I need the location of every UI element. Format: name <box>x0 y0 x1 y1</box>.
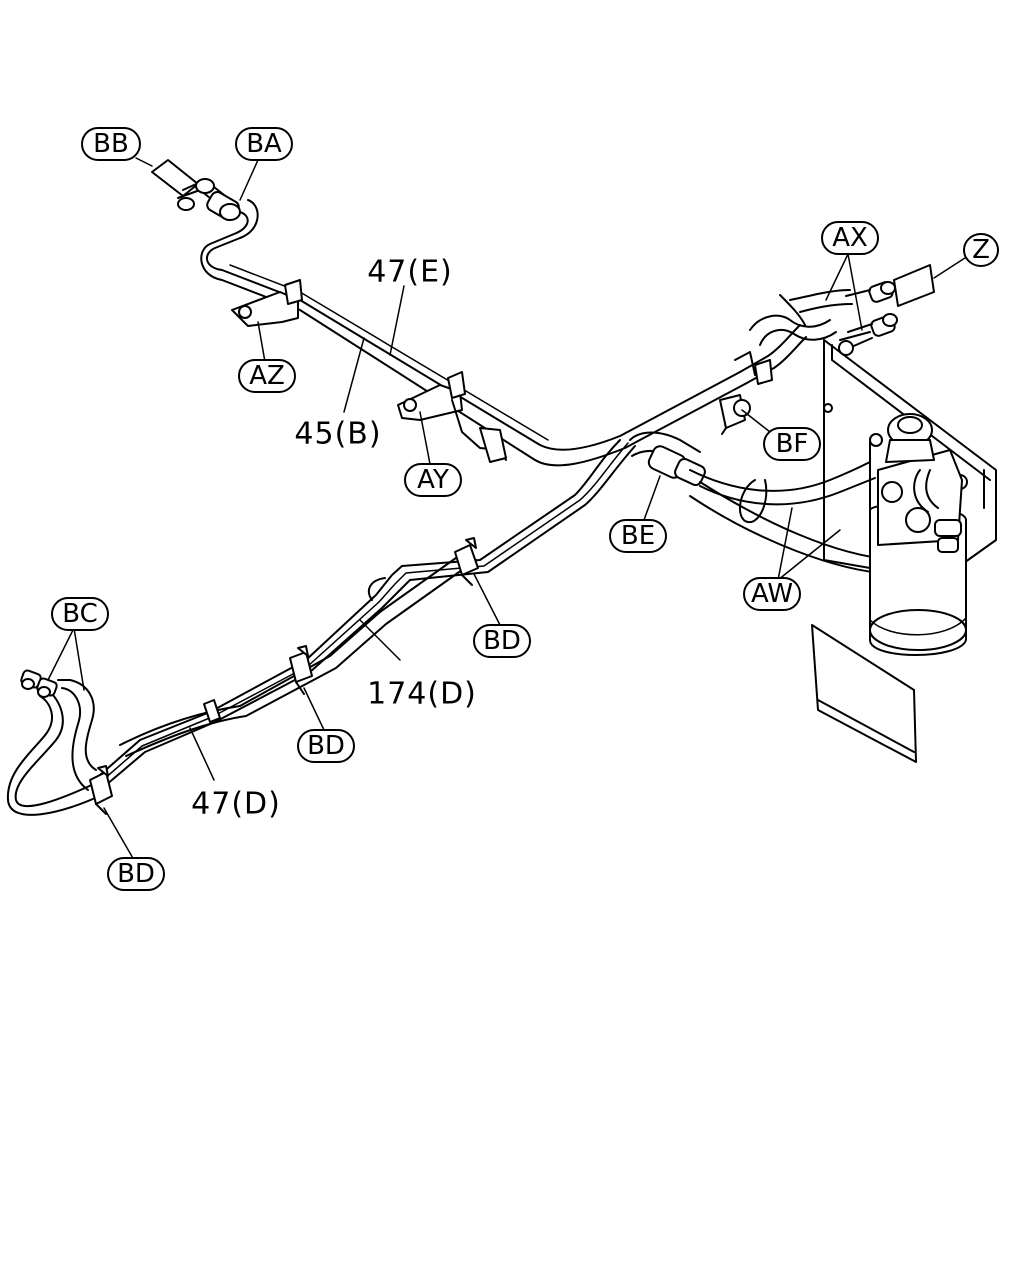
callout-z-text: Z <box>972 235 990 265</box>
callout-z: Z <box>963 233 999 267</box>
part-label-47e: 47(E) <box>367 255 453 290</box>
fuel-filter <box>869 413 967 656</box>
bracket-ay <box>397 371 507 463</box>
callout-be-text: BE <box>621 521 655 551</box>
part-label-45b: 45(B) <box>294 417 381 452</box>
callout-az-text: AZ <box>249 361 285 391</box>
callout-aw-text: AW <box>751 579 793 609</box>
callout-bd-3-text: BD <box>117 859 155 889</box>
callout-aw: AW <box>743 577 801 611</box>
callout-bc: BC <box>51 597 109 631</box>
fuel-tube-upper <box>200 199 746 467</box>
callout-bd-3: BD <box>107 857 165 891</box>
callout-ax: AX <box>821 221 879 255</box>
tube-upper-right <box>739 289 853 385</box>
callout-bd-1: BD <box>473 624 531 658</box>
callout-ba-text: BA <box>246 129 282 159</box>
clamp-bd-right <box>454 537 479 586</box>
part-label-47d: 47(D) <box>191 787 281 822</box>
fittings-ax <box>839 281 898 353</box>
tag-z-pointer <box>893 255 969 307</box>
shield-plate <box>811 624 917 763</box>
clamp-bd-middle <box>289 645 313 695</box>
part-label-174d: 174(D) <box>367 677 477 712</box>
clamp-bd-left <box>89 765 113 815</box>
callout-bf-text: BF <box>776 429 809 459</box>
mounting-plate <box>823 339 997 621</box>
callout-ay-text: AY <box>417 465 449 495</box>
tube-end-bb-ba <box>151 159 241 221</box>
callout-bb-text: BB <box>93 129 129 159</box>
callout-az: AZ <box>238 359 296 393</box>
callout-bc-text: BC <box>62 599 98 629</box>
fuel-tube-lower-2 <box>119 547 477 757</box>
callout-ba: BA <box>235 127 293 161</box>
callout-bf: BF <box>763 427 821 461</box>
leader-lines <box>47 157 863 861</box>
callout-ay: AY <box>404 463 462 497</box>
callout-ax-text: AX <box>832 223 868 253</box>
bracket-bf <box>719 351 773 435</box>
callout-bd-1-text: BD <box>483 626 521 656</box>
clamp-small-47d <box>203 699 221 723</box>
bracket-az <box>231 279 303 327</box>
hose-loop-bc <box>6 669 105 816</box>
callout-bb: BB <box>81 127 141 161</box>
connector-be <box>629 431 706 487</box>
callout-bd-2: BD <box>297 729 355 763</box>
callout-be: BE <box>609 519 667 553</box>
callout-bd-2-text: BD <box>307 731 345 761</box>
